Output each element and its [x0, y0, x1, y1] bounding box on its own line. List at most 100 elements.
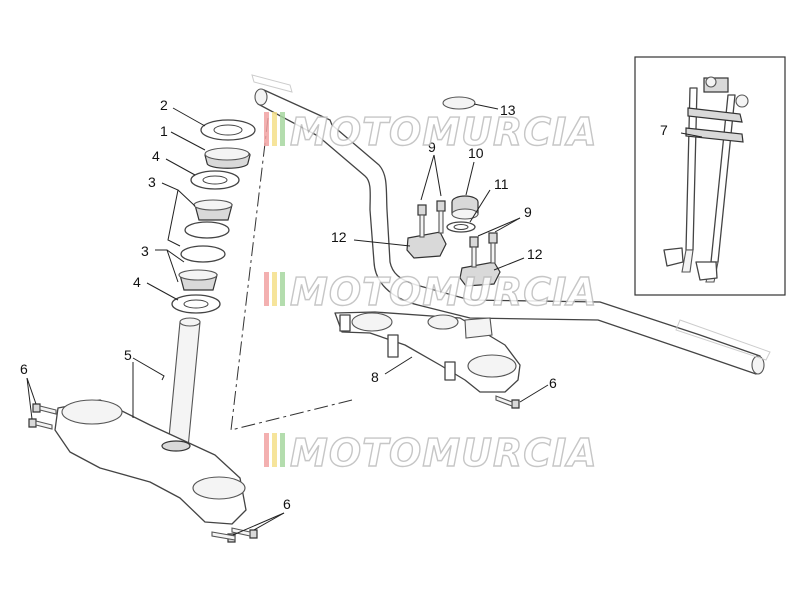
- handlebar-right-end: [751, 355, 765, 375]
- lower-clamp-right-bore: [192, 476, 246, 500]
- ring-nut-1-top: [204, 147, 250, 161]
- leader-4b: [146, 282, 179, 301]
- leader-9a-2: [433, 154, 442, 197]
- leader-11: [469, 189, 491, 223]
- leader-2: [172, 107, 206, 127]
- leader-12b: [493, 257, 525, 271]
- bolt-head: [417, 204, 427, 216]
- washer-11-hole: [453, 224, 469, 230]
- ghost-right-grip: [675, 319, 771, 361]
- leader-4a: [165, 158, 196, 176]
- callout-6: 6: [20, 361, 28, 377]
- bolt-head: [469, 236, 479, 248]
- fork-lower-clamp: [685, 127, 744, 143]
- assembly-axis-line: [230, 117, 353, 431]
- bolt-shank: [471, 246, 477, 268]
- fork-right-cap: [735, 94, 749, 108]
- bolt-head: [511, 399, 520, 409]
- leader-1: [170, 131, 206, 151]
- callout-4: 4: [152, 148, 160, 164]
- fork-left-slider: [681, 249, 694, 273]
- bolt-shank: [490, 242, 496, 264]
- watermark-stripe: [280, 272, 285, 306]
- stem-cap-13: [442, 96, 476, 110]
- leader-12a: [353, 239, 411, 247]
- upper-clamp-post-1: [339, 314, 351, 332]
- callout-12: 12: [331, 229, 347, 245]
- watermark-stripe: [264, 433, 269, 467]
- fork-inset: [634, 56, 786, 296]
- callout-2: 2: [160, 97, 168, 113]
- bolt-shank: [438, 210, 444, 234]
- callout-5: 5: [124, 347, 132, 363]
- watermark-top: MOTOMURCIA: [264, 109, 598, 155]
- callout-7: 7: [660, 122, 668, 138]
- watermark-text: MOTOMURCIA: [290, 270, 598, 314]
- watermark-stripe: [272, 272, 277, 306]
- steering-stem-top: [179, 317, 201, 327]
- upper-clamp-stem-bore: [427, 314, 459, 330]
- dust-seal-2-hole: [213, 124, 243, 136]
- stem-base: [161, 440, 191, 452]
- leader-3b-2: [166, 249, 185, 263]
- handlebar: [251, 74, 771, 375]
- leader-3a: [177, 189, 196, 207]
- watermark-stripe: [264, 272, 269, 306]
- steering-stem: [167, 321, 201, 449]
- leader-10: [465, 161, 475, 196]
- handlebar-left-end: [254, 88, 268, 106]
- watermark-stripe: [272, 433, 277, 467]
- watermark-stripe: [272, 112, 277, 146]
- handlebar-lower-mount: [464, 317, 493, 339]
- bolt-group-9: [417, 200, 498, 268]
- watermark-text: MOTOMURCIA: [290, 110, 598, 154]
- callout-13: 13: [500, 102, 516, 118]
- leader-6c: [519, 384, 549, 403]
- watermark-middle: MOTOMURCIA: [264, 269, 598, 315]
- upper-triple-clamp: [334, 311, 521, 393]
- callout-10: 10: [468, 145, 484, 161]
- leader-lines: [26, 103, 549, 536]
- watermark-text: MOTOMURCIA: [290, 431, 598, 475]
- upper-race-3: [184, 221, 230, 239]
- lower-washer-4-hole: [183, 299, 209, 309]
- lower-triple-clamp: [54, 317, 247, 525]
- lower-bearing-3-top: [178, 269, 218, 281]
- bolt-head: [488, 232, 498, 244]
- bearing-stack: [171, 119, 256, 314]
- callout-9: 9: [428, 139, 436, 155]
- stem-nut-bottom: [451, 208, 479, 220]
- callout-1: 1: [160, 123, 168, 139]
- callouts: 2 1 4 3 3 4 5 6 6 6 7 8 9 9 10 11 12 12 …: [20, 97, 668, 512]
- leader-5: [132, 357, 165, 381]
- upper-clamp-post-3: [444, 361, 456, 381]
- fork-right-lug: [695, 261, 718, 281]
- callout-3: 3: [148, 174, 156, 190]
- watermark-stripe: [280, 112, 285, 146]
- bolt-shank: [211, 531, 236, 541]
- upper-clamp-post-2: [387, 334, 399, 358]
- callout-8: 8: [371, 369, 379, 385]
- bolt-head: [249, 529, 258, 539]
- watermark-bottom: MOTOMURCIA: [264, 430, 598, 476]
- leader-6a: [26, 377, 37, 405]
- leader-8: [384, 356, 413, 375]
- bolt-group-6: [28, 395, 520, 543]
- bolt-head: [32, 403, 41, 413]
- callout-3: 3: [141, 243, 149, 259]
- upper-clamp-left-bore: [351, 312, 393, 332]
- ghost-left-grip: [251, 74, 293, 93]
- lower-clamp-left-bore: [61, 399, 123, 425]
- upper-clamp-right-bore: [467, 354, 517, 378]
- upper-washer-4-hole: [202, 175, 228, 185]
- fork-left-lug: [663, 247, 684, 267]
- inset-frame: [634, 56, 786, 296]
- leader-6b-2: [232, 512, 285, 536]
- leader-9b: [494, 217, 521, 233]
- fork-left-cap: [705, 76, 717, 88]
- upper-bearing-3-top: [193, 199, 233, 211]
- leader-9a: [420, 154, 435, 201]
- callout-6: 6: [549, 375, 557, 391]
- leader-6a-2: [26, 377, 33, 420]
